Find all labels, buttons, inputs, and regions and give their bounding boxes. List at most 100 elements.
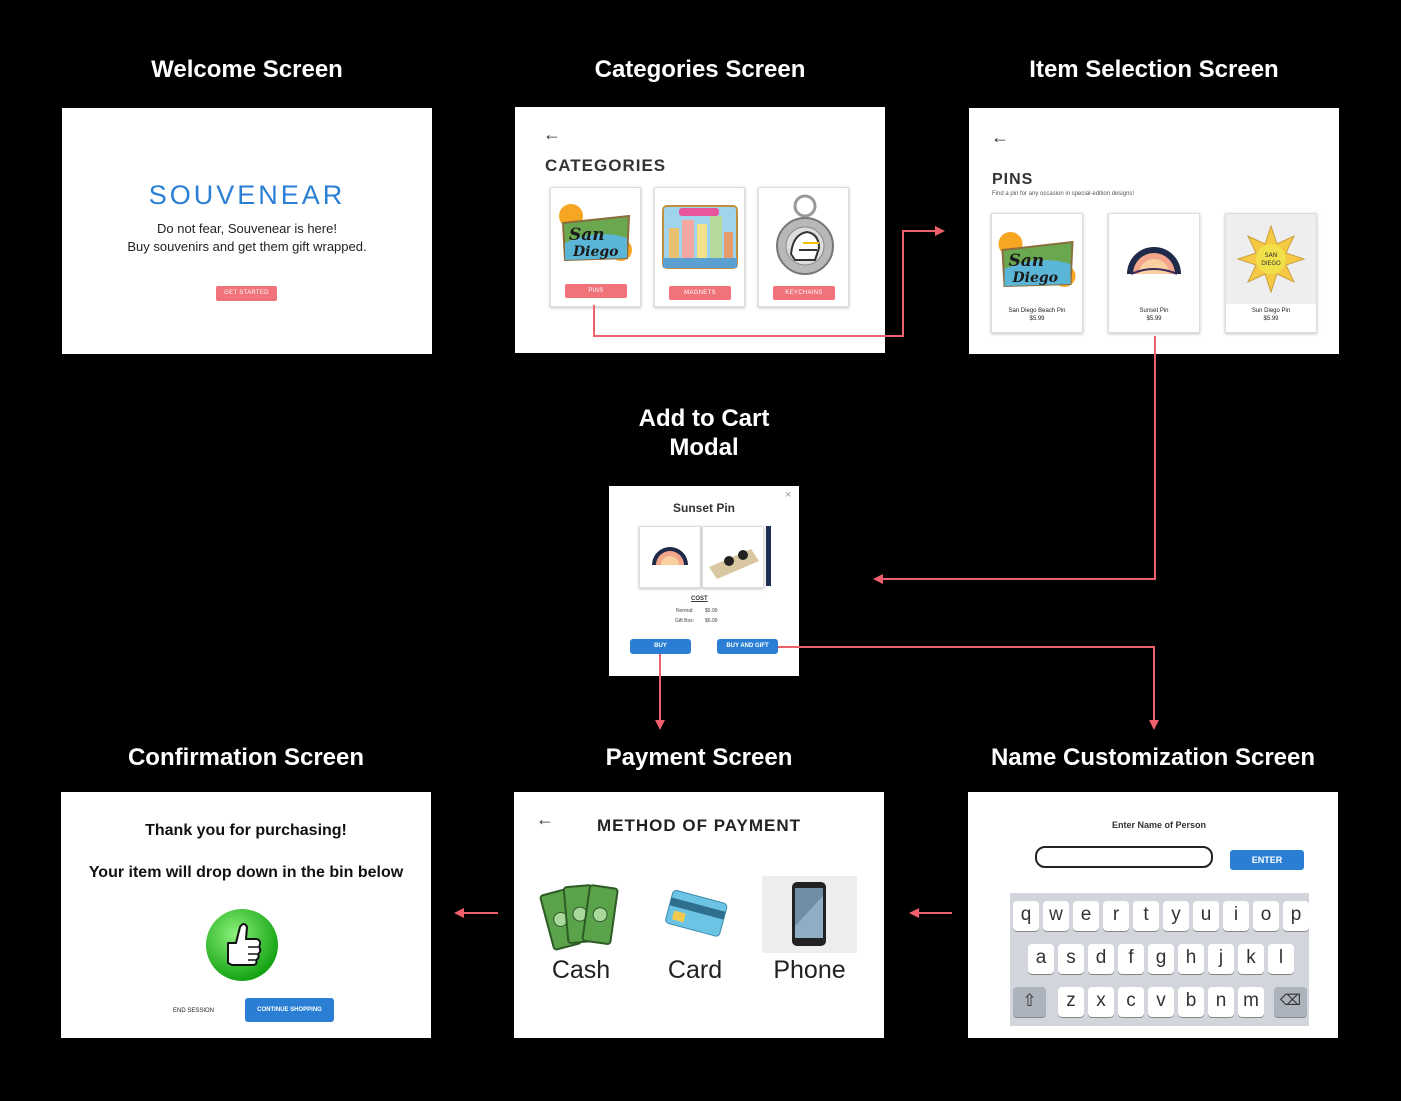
svg-text:Diego: Diego xyxy=(572,244,619,260)
welcome-tagline: Do not fear, Souvenear is here! xyxy=(157,221,337,236)
product-card-beach-pin[interactable]: San Diego San Diego Beach Pin $5.99 xyxy=(991,213,1083,333)
key-w[interactable]: w xyxy=(1043,901,1069,931)
product-name: Sunset Pin xyxy=(1139,308,1169,314)
key-m[interactable]: m xyxy=(1238,987,1264,1017)
product-price: $5.99 xyxy=(1146,316,1162,322)
packaged-pin-image xyxy=(709,549,759,579)
enter-name-label: Enter Name of Person xyxy=(1111,820,1207,830)
category-card-pins[interactable]: San Diego PINS xyxy=(550,187,641,307)
keychain-image xyxy=(776,194,834,275)
key-d[interactable]: d xyxy=(1088,944,1114,974)
modal-title-line2: Modal xyxy=(669,434,739,461)
close-icon[interactable]: × xyxy=(785,489,792,501)
cash-label: Cash xyxy=(551,956,611,984)
keychains-category-button[interactable]: KEYCHAINS xyxy=(773,286,835,300)
svg-text:Diego: Diego xyxy=(1012,270,1059,286)
key-u[interactable]: u xyxy=(1193,901,1219,931)
key-e[interactable]: e xyxy=(1073,901,1099,931)
continue-shopping-button[interactable]: CONTINUE SHOPPING xyxy=(245,998,334,1022)
gift-box-label: Gift Box: xyxy=(675,618,695,624)
key-a[interactable]: a xyxy=(1028,944,1054,974)
phone-label: Phone xyxy=(773,956,846,984)
key-r[interactable]: r xyxy=(1103,901,1129,931)
welcome-screen: SOUVENEAR Do not fear, Souvenear is here… xyxy=(62,108,432,354)
key-o[interactable]: o xyxy=(1253,901,1279,931)
gallery-overflow-image[interactable] xyxy=(766,526,771,586)
key-l[interactable]: l xyxy=(1268,944,1294,974)
flow-gift-to-name xyxy=(778,646,1159,730)
backspace-key-icon[interactable]: ⌫ xyxy=(1274,987,1307,1017)
key-s[interactable]: s xyxy=(1058,944,1084,974)
category-card-magnets[interactable]: MAGNETS xyxy=(654,187,745,307)
san-diego-pin-image: San Diego xyxy=(559,204,632,262)
shift-key-icon[interactable]: ⇧ xyxy=(1013,987,1046,1017)
product-name: Sun Diego Pin xyxy=(1251,308,1291,314)
product-card-sunset-pin[interactable]: Sunset Pin $5.99 xyxy=(1108,213,1200,333)
key-h[interactable]: h xyxy=(1178,944,1204,974)
cost-label: COST xyxy=(691,596,708,602)
category-card-keychains[interactable]: KEYCHAINS xyxy=(758,187,849,307)
key-t[interactable]: t xyxy=(1133,901,1159,931)
name-input-field[interactable] xyxy=(1035,846,1213,868)
gift-box-price: $6.99 xyxy=(705,618,718,624)
product-price: $5.99 xyxy=(1263,316,1279,322)
buy-and-gift-button[interactable]: BUY AND GIFT xyxy=(717,639,778,654)
pins-heading: PINS xyxy=(992,171,1034,188)
flow-sunset-to-modal xyxy=(873,336,1156,584)
end-session-link[interactable]: END SESSION xyxy=(172,1008,214,1014)
key-y[interactable]: y xyxy=(1163,901,1189,931)
key-z[interactable]: z xyxy=(1058,987,1084,1017)
categories-screen: ← CATEGORIES San Diego PINS MAGNETS xyxy=(515,107,885,353)
back-arrow-icon[interactable]: ← xyxy=(991,127,1009,147)
svg-text:DIEGO: DIEGO xyxy=(1261,260,1281,267)
key-n[interactable]: n xyxy=(1208,987,1234,1017)
payment-screen: ← METHOD OF PAYMENT Cash Card Phone xyxy=(514,792,884,1038)
phone-option[interactable]: Phone xyxy=(762,876,857,996)
confirmation-screen: Thank you for purchasing! Your item will… xyxy=(61,792,431,1038)
beach-pin-image: San Diego xyxy=(998,232,1076,288)
product-card-sun-diego-pin[interactable]: SAN DIEGO Sun Diego Pin $5.99 xyxy=(1225,213,1317,333)
enter-button[interactable]: ENTER xyxy=(1230,850,1304,870)
cash-option[interactable]: Cash xyxy=(536,876,626,996)
normal-price: $5.99 xyxy=(705,608,718,614)
drop-down-message: Your item will drop down in the bin belo… xyxy=(88,864,404,881)
key-f[interactable]: f xyxy=(1118,944,1144,974)
payment-screen-title: Payment Screen xyxy=(605,744,793,771)
key-c[interactable]: c xyxy=(1118,987,1144,1017)
key-v[interactable]: v xyxy=(1148,987,1174,1017)
product-price: $5.99 xyxy=(1029,316,1045,322)
card-label: Card xyxy=(667,956,723,984)
svg-text:San: San xyxy=(569,225,605,245)
payment-heading: METHOD OF PAYMENT xyxy=(596,816,801,835)
back-arrow-icon[interactable]: ← xyxy=(536,809,554,829)
card-option[interactable]: Card xyxy=(650,876,740,996)
welcome-screen-title: Welcome Screen xyxy=(151,56,343,83)
key-k[interactable]: k xyxy=(1238,944,1264,974)
item-selection-screen: ← PINS Find a pin for any occasion in sp… xyxy=(969,108,1339,354)
back-arrow-icon[interactable]: ← xyxy=(543,124,561,144)
cash-icon xyxy=(539,884,619,951)
key-q[interactable]: q xyxy=(1013,901,1039,931)
key-i[interactable]: i xyxy=(1223,901,1249,931)
product-name: San Diego Beach Pin xyxy=(1008,308,1066,314)
add-to-cart-modal: × Sunset Pin COST Normal: $5.99 Gift Box… xyxy=(609,486,799,676)
pins-category-button[interactable]: PINS xyxy=(565,284,627,298)
key-j[interactable]: j xyxy=(1208,944,1234,974)
get-started-button[interactable]: GET STARTED xyxy=(216,286,277,301)
key-b[interactable]: b xyxy=(1178,987,1204,1017)
thank-you-message: Thank you for purchasing! xyxy=(145,822,347,839)
name-customization-screen-title: Name Customization Screen xyxy=(990,744,1316,771)
key-p[interactable]: p xyxy=(1283,901,1309,931)
buy-button[interactable]: BUY xyxy=(630,639,691,654)
phone-icon xyxy=(792,882,826,946)
key-x[interactable]: x xyxy=(1088,987,1114,1017)
product-image-packaged[interactable] xyxy=(702,526,764,588)
credit-card-icon xyxy=(665,890,728,937)
product-image-sunset[interactable] xyxy=(639,526,701,588)
welcome-description: Buy souvenirs and get them gift wrapped. xyxy=(127,239,367,254)
key-g[interactable]: g xyxy=(1148,944,1174,974)
normal-label: Normal: xyxy=(676,608,694,614)
magnets-category-button[interactable]: MAGNETS xyxy=(669,286,731,300)
